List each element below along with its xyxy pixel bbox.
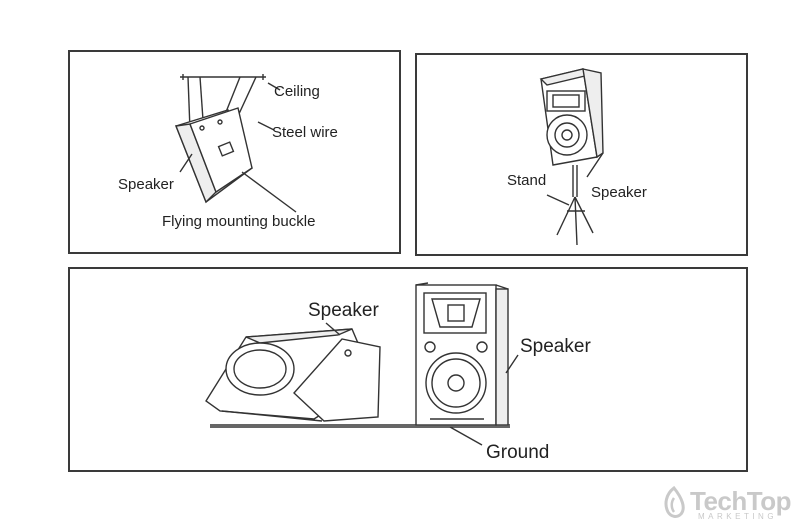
ceiling-mount-panel: Ceiling Steel wire Speaker Flying mounti… <box>68 50 401 254</box>
ceiling-label: Ceiling <box>274 83 320 100</box>
techtop-logo-icon <box>664 486 685 518</box>
watermark-sub: MARKETING <box>698 512 778 521</box>
floor-speaker-right-label: Speaker <box>520 336 591 357</box>
floor-speaker-left-label: Speaker <box>308 300 379 321</box>
techtop-watermark: TechTop MARKETING <box>660 484 808 522</box>
stand-label: Stand <box>507 172 547 189</box>
stand-speaker-label: Speaker <box>591 184 647 201</box>
stand-mount-illustration <box>539 68 604 246</box>
ceiling-mount-illustration <box>175 74 297 213</box>
watermark-brand: TechTop <box>690 486 791 516</box>
flying-mounting-buckle-label: Flying mounting buckle <box>162 213 316 230</box>
steel-wire-label: Steel wire <box>272 124 338 141</box>
speaker-label: Speaker <box>118 176 174 193</box>
floor-placement-panel: Speaker Speaker Ground <box>68 267 748 472</box>
floor-placement-illustration <box>205 282 519 446</box>
ground-label: Ground <box>486 442 550 463</box>
stand-mount-panel: Stand Speaker <box>415 53 748 256</box>
